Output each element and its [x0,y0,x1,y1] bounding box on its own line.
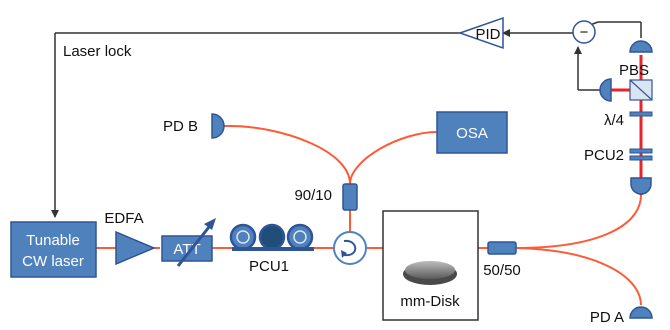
pd-a-label: PD A [590,309,624,326]
pd-left-detector-icon [599,78,612,102]
att-arrowhead-icon [204,218,216,230]
coupler-90-10: 90/10 [294,183,358,211]
edfa-label: EDFA [104,210,143,227]
att-arrow-icon [176,221,215,267]
circulator-arrowhead-icon [341,250,347,258]
collimator [630,177,652,195]
osa-label: OSA [456,125,488,142]
quarter-wave-plate: λ/4 [604,111,653,129]
edfa: EDFA [104,210,156,266]
pd-top-detector-icon [629,40,653,53]
circulator-arrow-icon [343,239,357,257]
pd-a: PD A [590,306,653,326]
pd-b-label: PD B [163,118,198,135]
coupler-90-10-label: 90/10 [294,187,332,204]
osa: OSA [436,111,508,154]
laser-label-line2: CW laser [22,253,84,270]
laser-lock-label: Laser lock [63,43,132,60]
pcu1-paddles-icon [229,223,314,251]
subtractor-icon [572,20,596,44]
pd-a-detector-icon [629,306,653,319]
pbs-label: PBS [619,62,649,79]
pcu2: PCU2 [584,147,653,164]
pid-label: PID [475,26,500,43]
subtractor: − [572,20,596,44]
collimator-icon [630,177,652,195]
subtractor-symbol: − [580,24,589,41]
mm-disk-label: mm-Disk [400,293,460,310]
pd-b: PD B [163,113,225,139]
pbs: PBS [619,62,653,101]
fiber-paths [96,125,642,306]
pcu2-label: PCU2 [584,147,624,164]
pid-triangle-icon [457,16,504,50]
attenuator: ATT [161,218,216,267]
mm-disk: mm-Disk [382,210,479,321]
coupler-50-50: 50/50 [483,241,521,279]
quarter-wave-plate-icon [629,111,653,117]
disk-top-icon [405,261,455,279]
laser-label-line1: Tunable [26,232,80,249]
pcu2-plate-1 [629,148,653,154]
pcu1-label: PCU1 [249,258,289,275]
tunable-laser: Tunable CW laser [10,221,97,278]
coupler-50-50-label: 50/50 [483,262,521,279]
quarter-wave-label: λ/4 [604,112,624,129]
pcu1: PCU1 [229,223,314,275]
pid: PID [457,16,504,50]
lock-wiring [51,21,642,218]
edfa-triangle [115,230,156,266]
pbs-detectors [599,40,653,102]
pcu2-plate-2 [629,155,653,161]
pd-b-detector-icon [211,113,225,139]
circulator [333,231,367,265]
